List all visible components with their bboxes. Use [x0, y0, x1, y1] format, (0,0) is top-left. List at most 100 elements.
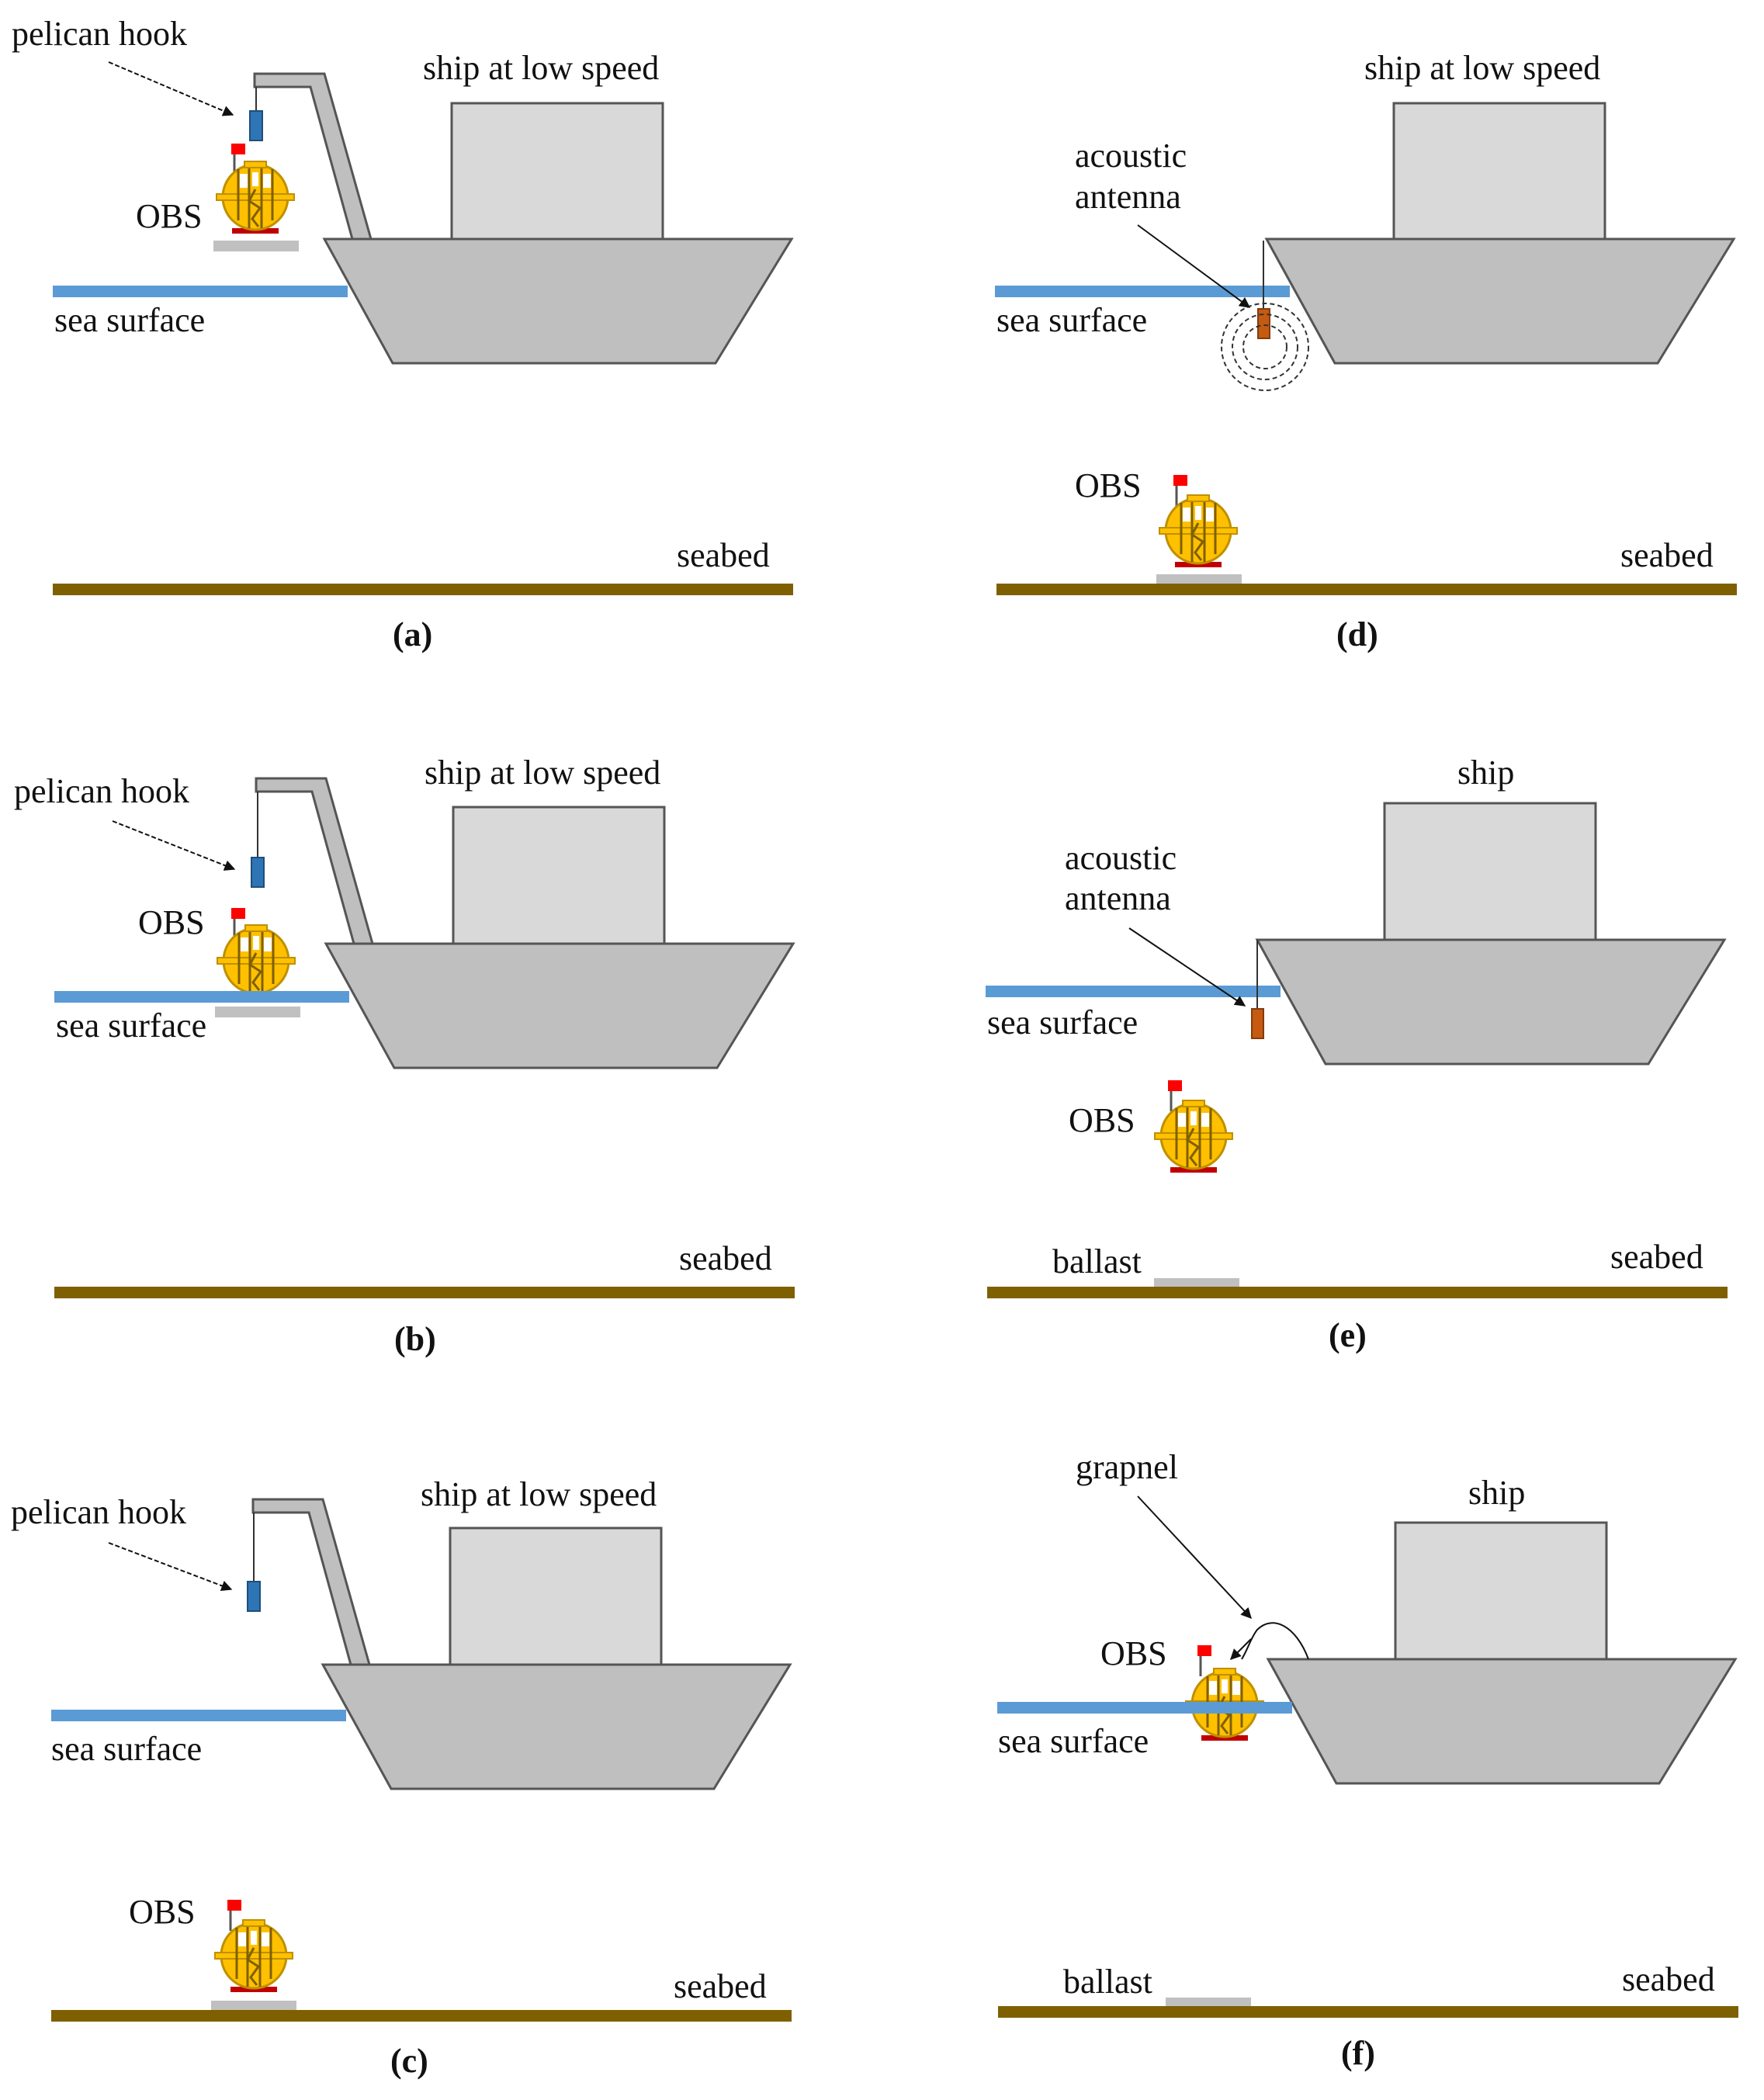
antenna-label-line2: antenna	[1065, 879, 1171, 917]
ship-cabin	[452, 806, 666, 945]
seabed	[54, 1287, 795, 1298]
obs-ballast	[213, 241, 299, 251]
ballast-label: ballast	[1063, 1963, 1152, 2001]
obs-label: OBS	[129, 1893, 196, 1931]
crane	[251, 1498, 371, 1666]
hook-pointer	[112, 820, 236, 871]
ship-label: ship at low speed	[421, 1475, 657, 1513]
panel-e: ship sea surface acoustic antenna OBS ba…	[986, 754, 1728, 1354]
seabed-label: seabed	[674, 1967, 767, 2005]
pelican-hook-label: pelican hook	[11, 1493, 186, 1531]
pelican-hook-label: pelican hook	[14, 772, 189, 810]
seabed	[51, 2010, 792, 2022]
panel-caption: (e)	[1329, 1316, 1367, 1354]
sea-surface	[997, 1702, 1292, 1714]
grapnel-label: grapnel	[1076, 1448, 1178, 1486]
ship-hull	[1266, 1658, 1738, 1785]
antenna-label-line2: antenna	[1075, 178, 1181, 216]
seabed-label: seabed	[677, 536, 770, 574]
sea-surface-label: sea surface	[51, 1730, 202, 1768]
sea-surface-label: sea surface	[987, 1003, 1138, 1041]
sea-surface-label: sea surface	[54, 301, 205, 339]
panel-d: ship at low speed sea surface acoustic a…	[995, 49, 1737, 653]
acoustic-wave	[1242, 324, 1287, 369]
obs-label: OBS	[138, 903, 205, 941]
acoustic-antenna	[1257, 308, 1270, 339]
antenna-pointer	[1128, 927, 1246, 1007]
pelican-hook	[247, 1581, 261, 1612]
panel-caption: (d)	[1336, 615, 1378, 653]
obs-ballast	[211, 2001, 296, 2012]
seabed	[996, 584, 1737, 595]
obs-flag	[1196, 1644, 1213, 1678]
sea-surface	[51, 1710, 346, 1721]
seabed-label: seabed	[1622, 1960, 1715, 1998]
panel-c: pelican hook ship at low speed sea surfa…	[11, 1475, 792, 2080]
pelican-hook	[251, 857, 265, 888]
obs-instrument	[1158, 494, 1239, 569]
sea-surface-label: sea surface	[996, 301, 1147, 339]
obs-label: OBS	[1069, 1101, 1135, 1139]
seabed-label: seabed	[679, 1239, 772, 1277]
seabed	[998, 2006, 1738, 2018]
antenna-pointer	[1137, 224, 1251, 308]
ballast-label: ballast	[1052, 1242, 1142, 1280]
acoustic-antenna	[1251, 1008, 1264, 1039]
seabed-label: seabed	[1620, 536, 1714, 574]
ship-cabin	[1392, 102, 1606, 241]
ship-hull	[321, 1663, 792, 1790]
obs-instrument	[213, 1918, 294, 1994]
acoustic-wave	[1232, 314, 1298, 380]
obs-instrument	[215, 160, 296, 235]
grapnel-hook-arrow	[1230, 1638, 1252, 1660]
hook-pointer	[108, 1542, 233, 1592]
sea-surface	[986, 986, 1281, 997]
grapnel-pointer	[1137, 1495, 1252, 1620]
panel-a: pelican hook OBS ship at low speed sea s…	[12, 15, 794, 653]
antenna-label-line1: acoustic	[1075, 137, 1187, 175]
sea-surface	[995, 286, 1290, 297]
ship-label: ship	[1457, 754, 1514, 792]
panel-caption: (c)	[390, 2042, 428, 2080]
seabed-label: seabed	[1610, 1238, 1703, 1276]
pelican-hook	[249, 110, 263, 141]
obs-instrument	[216, 924, 296, 999]
ship-label: ship at low speed	[1364, 49, 1600, 87]
panel-b: pelican hook OBS sea surface ship at low…	[14, 754, 795, 1358]
ship-label: ship at low speed	[423, 49, 659, 87]
crane	[255, 777, 374, 945]
sea-surface	[53, 286, 348, 297]
obs-ballast	[1156, 574, 1242, 585]
ship-hull	[322, 237, 794, 365]
panel-caption: (b)	[394, 1320, 436, 1358]
obs-label: OBS	[136, 197, 203, 235]
obs-ballast	[215, 1007, 300, 1017]
ship-hull	[1264, 237, 1736, 365]
acoustic-wave	[1221, 303, 1309, 391]
ship-label: ship at low speed	[425, 754, 660, 792]
panel-f: ship OBS sea surface grapnel ballast sea…	[997, 1448, 1738, 2072]
panel-caption: (a)	[393, 615, 432, 653]
sea-surface	[54, 991, 349, 1003]
hook-pointer	[108, 61, 234, 116]
ship-hull	[1255, 938, 1727, 1066]
grapnel-line	[1241, 1622, 1309, 1660]
ship-cabin	[450, 102, 664, 241]
pelican-hook-label: pelican hook	[12, 15, 187, 53]
ballast	[1166, 1998, 1251, 2008]
seabed	[53, 584, 793, 595]
sea-surface-label: sea surface	[998, 1722, 1149, 1760]
obs-label: OBS	[1100, 1634, 1167, 1672]
antenna-label-line1: acoustic	[1065, 839, 1177, 877]
ship-label: ship	[1468, 1474, 1525, 1512]
seabed	[987, 1287, 1728, 1298]
panel-caption: (f)	[1341, 2034, 1375, 2072]
ship-cabin	[449, 1526, 663, 1666]
ship-hull	[324, 942, 795, 1069]
ship-cabin	[1383, 802, 1597, 941]
ballast	[1154, 1278, 1239, 1289]
obs-instrument	[1153, 1099, 1234, 1174]
sea-surface-label: sea surface	[56, 1007, 206, 1045]
ship-cabin	[1394, 1521, 1608, 1661]
